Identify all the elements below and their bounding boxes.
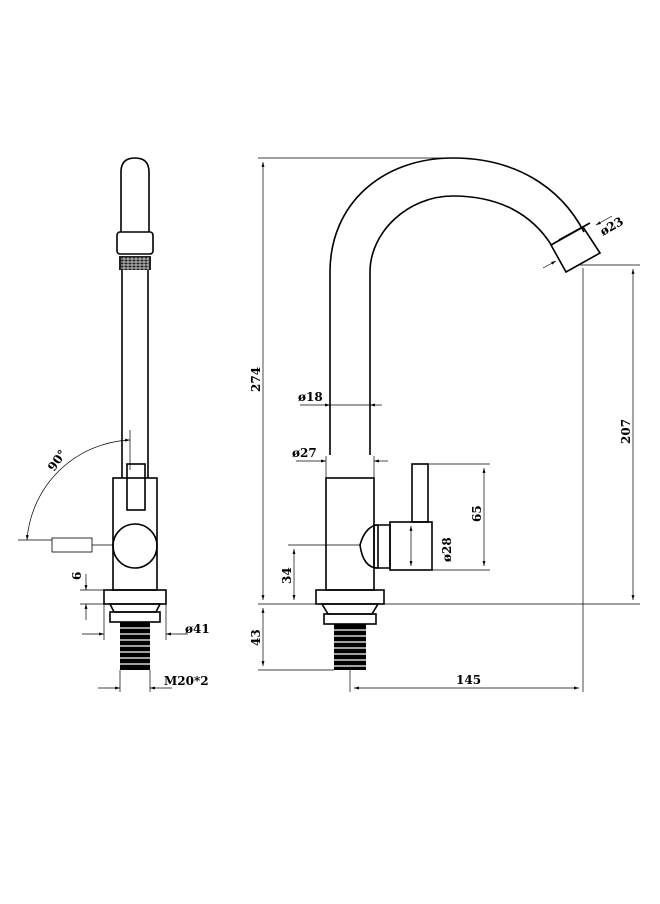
lever-side: [126, 463, 146, 511]
label-pipe-diameter: ø18: [298, 390, 323, 404]
aerator-mesh: [119, 256, 151, 270]
label-outlet-diameter: ø23: [598, 214, 626, 238]
side-view: 90° 6 ø41 M20*2: [18, 157, 210, 692]
aerator: [116, 231, 154, 255]
label-handle-height: 65: [470, 505, 484, 522]
gooseneck-spout: [329, 157, 585, 455]
label-body-diameter: ø27: [292, 446, 317, 460]
label-handle-axis-height: 34: [280, 567, 294, 584]
base-front: [315, 589, 385, 605]
body-front: [325, 477, 375, 591]
label-base-diameter: ø41: [185, 622, 210, 636]
lever-front: [411, 463, 429, 523]
base-side: [103, 589, 167, 605]
label-nut-thickness: 6: [70, 572, 84, 580]
label-shank-length: 43: [249, 629, 263, 646]
label-handle-diameter: ø28: [440, 537, 454, 562]
label-thread-size: M20*2: [164, 674, 209, 688]
label-total-height: 274: [249, 367, 263, 392]
label-spout-reach: 145: [456, 673, 481, 687]
label-outlet-height: 207: [619, 419, 633, 444]
handle-hub: [112, 523, 158, 569]
threaded-shank-front: [334, 624, 366, 670]
front-view: 274 43 34 ø18 ø27 65 ø28 207 145: [249, 157, 640, 692]
body-side: [112, 477, 158, 591]
label-lever-rotation: 90°: [45, 447, 69, 474]
